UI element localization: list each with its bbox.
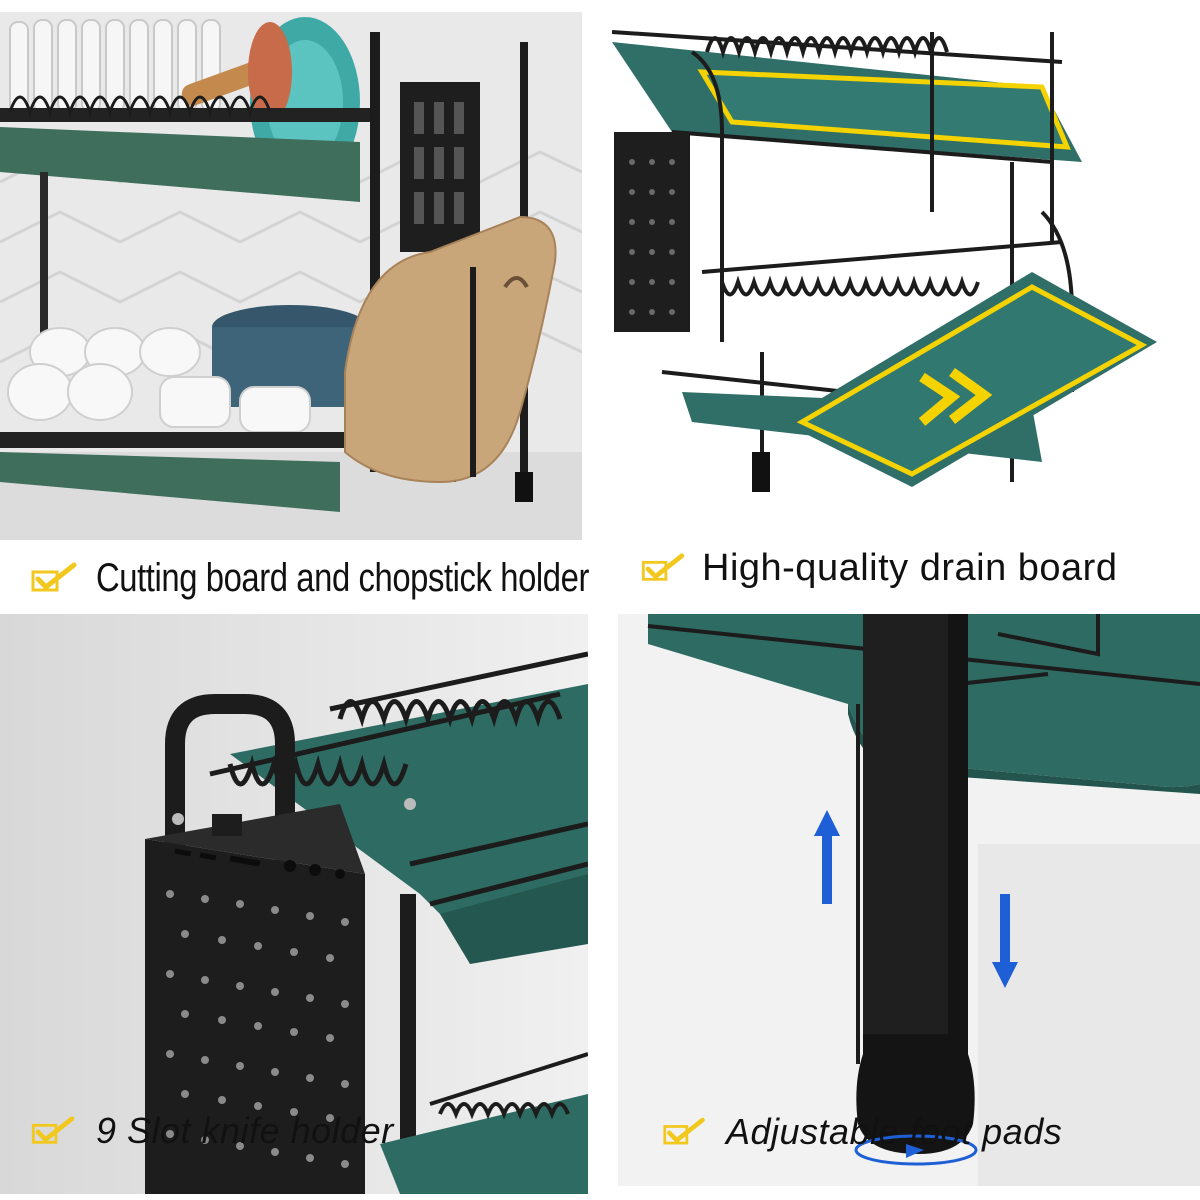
caption-foot-pads: Adjustable foot pads bbox=[662, 1106, 1062, 1158]
caption-text: High-quality drain board bbox=[702, 546, 1118, 589]
foot-pads-image bbox=[618, 614, 1200, 1186]
caption-text: Adjustable foot pads bbox=[726, 1111, 1063, 1152]
checkmark-icon bbox=[30, 1115, 78, 1147]
drain-board-image bbox=[612, 12, 1200, 502]
checkmark-icon bbox=[662, 1116, 708, 1148]
panel-cutting-board-photo bbox=[0, 12, 582, 540]
caption-text: 9 Slot knife holder bbox=[96, 1110, 394, 1151]
panel-knife-holder-photo bbox=[0, 614, 588, 1194]
caption-cutting-board: Cutting board and chopstick holder bbox=[30, 548, 697, 608]
panel-foot-pads-photo bbox=[618, 614, 1200, 1186]
caption-knife-holder: 9 Slot knife holder bbox=[30, 1104, 394, 1158]
panel-drain-board-photo bbox=[612, 12, 1200, 502]
caption-drain-board: High-quality drain board bbox=[640, 540, 1117, 596]
cutting-board-rack-image bbox=[0, 12, 582, 540]
knife-holder-image bbox=[0, 614, 588, 1194]
checkmark-icon bbox=[30, 561, 80, 595]
caption-text: Cutting board and chopstick holder bbox=[96, 555, 589, 600]
checkmark-icon bbox=[640, 552, 688, 584]
